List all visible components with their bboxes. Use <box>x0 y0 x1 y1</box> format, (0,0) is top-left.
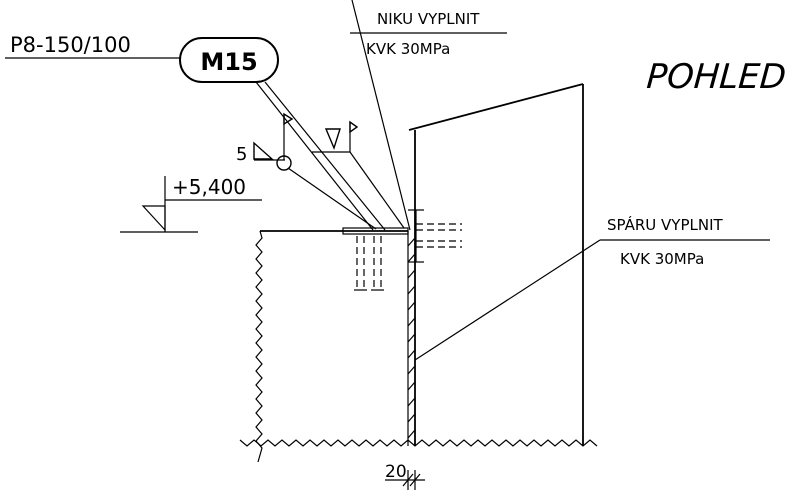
note-top-leader <box>351 0 411 231</box>
anchor-tag-label: M15 <box>200 48 257 76</box>
fillet-weld-icon <box>253 141 274 160</box>
weld-all-around-icon <box>276 155 292 171</box>
gap-dimension-label: 20 <box>385 462 407 482</box>
gap-dimension-tick-2 <box>409 473 421 487</box>
note-right-line1: SPÁRU VYPLNIT <box>607 215 724 234</box>
gap-dimension-tick-1 <box>402 473 414 487</box>
view-title: POHLED <box>645 57 787 97</box>
weld-size: 5 <box>236 144 247 165</box>
anchor-tag-leader-2 <box>255 81 374 231</box>
anchor-tag-capsule <box>179 37 279 83</box>
left-break-line <box>255 230 263 463</box>
field-weld-flag-icon <box>283 112 294 126</box>
panel-top-edge <box>408 83 584 131</box>
weld-leader-2 <box>349 151 405 229</box>
plate-label: P8-150/100 <box>10 33 131 57</box>
anchor-tag-leader <box>264 81 386 231</box>
bottom-break-line <box>239 439 598 447</box>
note-right-line2: KVK 30MPa <box>620 250 704 268</box>
joint-hatching <box>407 237 416 439</box>
note-right-leader <box>414 239 601 361</box>
elevation-label: +5,400 <box>172 175 246 199</box>
field-weld-flag-icon-2 <box>349 120 359 134</box>
weld-leader <box>287 167 377 230</box>
weld-groove-icon <box>324 128 341 151</box>
note-top-line1: NIKU VYPLNIT <box>377 10 480 28</box>
note-top-line2: KVK 30MPa <box>366 40 450 58</box>
elevation-triangle-icon <box>141 205 166 232</box>
